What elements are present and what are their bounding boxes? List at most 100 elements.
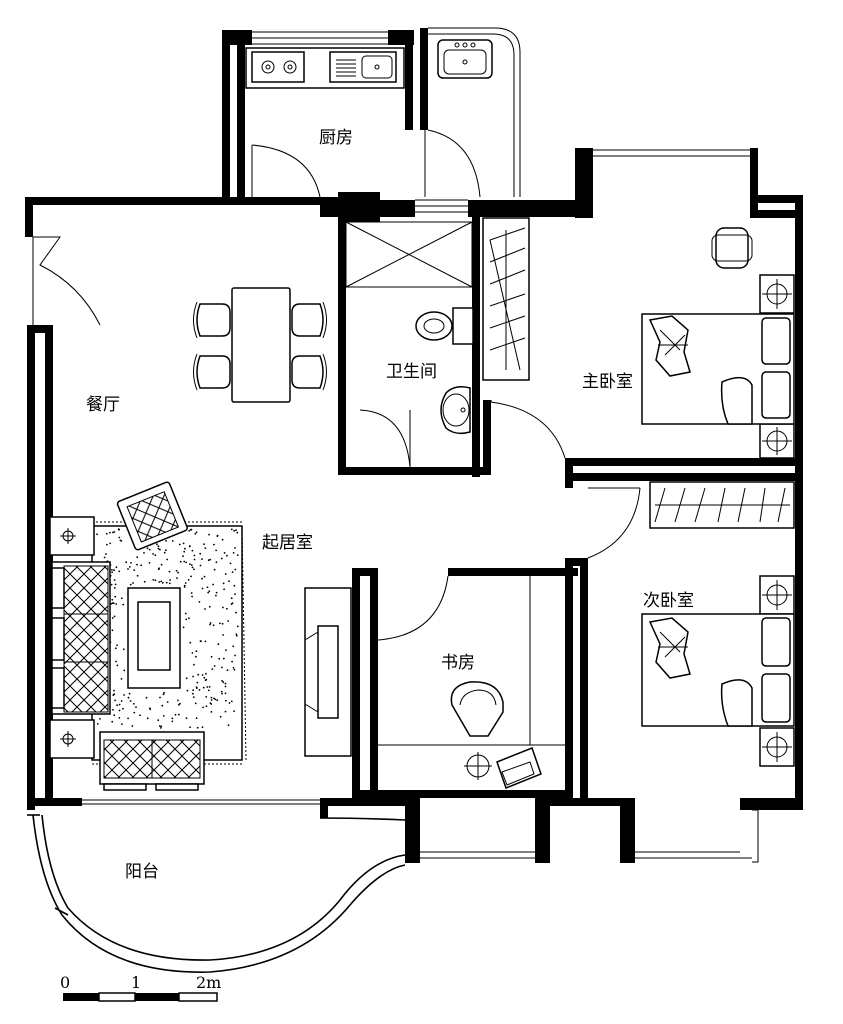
label-kitchen: 厨房	[319, 128, 353, 148]
rug-dot	[122, 648, 125, 651]
rug-dot	[235, 611, 237, 614]
rug-dot	[233, 584, 236, 587]
rug-dot	[179, 702, 181, 705]
rug-dot	[231, 660, 234, 663]
rug-dot	[168, 582, 171, 585]
rug-dot	[187, 579, 190, 581]
rug-dot	[201, 674, 204, 676]
rug-dot	[179, 560, 182, 563]
rug-dot	[189, 641, 192, 644]
rug-dot	[213, 543, 215, 546]
rug-dot	[192, 696, 195, 698]
rug-dot	[133, 569, 136, 571]
bathroom-fixtures	[345, 221, 474, 435]
rug-dot	[178, 543, 181, 546]
rug-dot	[223, 588, 226, 591]
rug-dot	[209, 622, 212, 624]
rug-dot	[236, 554, 239, 556]
room-labels: 厨房 卫生间 主卧室 餐厅 起居室 书房 次卧室 阳台	[86, 128, 694, 882]
rug-dot	[111, 598, 114, 601]
rug-dot	[156, 543, 158, 546]
rug-dot	[222, 582, 225, 585]
rug-dot	[230, 700, 233, 703]
rug-dot	[174, 713, 177, 716]
rug-dot	[219, 715, 222, 718]
scale-tick-2m: 2m	[196, 973, 221, 992]
rug-dot	[163, 691, 166, 694]
rug-dot	[113, 569, 115, 572]
rug-dot	[120, 700, 123, 702]
rug-dot	[195, 686, 198, 688]
rug-dot	[235, 634, 238, 637]
rug-dot	[231, 571, 234, 573]
rug-dot	[177, 571, 180, 574]
rug-dot	[223, 552, 226, 554]
rug-dot	[165, 581, 168, 584]
rug-dot	[194, 702, 197, 705]
rug-dot	[146, 717, 149, 720]
rug-dot	[127, 568, 129, 570]
rug-dot	[99, 718, 101, 720]
rug-dot	[114, 583, 117, 586]
rug-dot	[114, 647, 117, 650]
rug-dot	[185, 717, 188, 719]
rug-dot	[216, 699, 219, 702]
rug-dot	[204, 547, 207, 549]
scale-tick-0: 0	[60, 973, 70, 992]
rug-dot	[224, 710, 227, 713]
rug-dot	[157, 719, 160, 722]
rug-dot	[217, 643, 220, 646]
rug-dot	[123, 669, 126, 672]
rug-dot	[233, 710, 236, 712]
rug-dot	[146, 547, 149, 550]
rug-dot	[113, 615, 116, 618]
rug-dot	[232, 667, 235, 669]
rug-dot	[225, 649, 227, 651]
rug-dot	[207, 559, 210, 562]
rug-dot	[123, 694, 125, 696]
rug-dot	[106, 543, 108, 546]
rug-dot	[196, 681, 199, 684]
rug-dot	[111, 617, 114, 619]
rug-dot	[221, 666, 223, 669]
rug-dot	[215, 594, 217, 597]
rug-dot	[171, 720, 174, 723]
rug-dot	[113, 587, 116, 589]
rug-dot	[148, 548, 151, 551]
rug-dot	[191, 652, 194, 654]
windows	[82, 27, 759, 863]
rug-dot	[210, 703, 213, 705]
rug-dot	[136, 574, 139, 577]
rug-dot	[205, 696, 208, 698]
rug-dot	[183, 560, 186, 563]
rug-dot	[224, 685, 227, 688]
rug-dot	[201, 726, 204, 728]
rug-dot	[215, 549, 218, 552]
label-bathroom: 卫生间	[386, 362, 437, 382]
rug-dot	[188, 617, 190, 620]
rug-dot	[157, 545, 160, 548]
rug-dot	[129, 700, 132, 702]
rug-dot	[105, 553, 107, 555]
rug-dot	[212, 624, 215, 627]
rug-dot	[115, 566, 118, 569]
rug-dot	[118, 570, 121, 573]
rug-dot	[112, 531, 114, 534]
rug-dot	[222, 681, 225, 684]
rug-dot	[131, 725, 134, 727]
rug-dot	[182, 555, 184, 558]
dining-set	[193, 287, 327, 403]
rug-dot	[135, 706, 137, 708]
rug-dot	[111, 569, 113, 571]
rug-dot	[154, 579, 157, 582]
rug-dot	[202, 686, 205, 689]
rug-dot	[202, 706, 205, 709]
rug-dot	[122, 603, 125, 606]
rug-dot	[204, 679, 207, 682]
rug-dot	[234, 547, 236, 549]
rug-dot	[191, 566, 194, 569]
rug-dot	[191, 595, 194, 598]
rug-dot	[189, 726, 192, 729]
rug-dot	[230, 528, 233, 531]
rug-dot	[113, 714, 116, 717]
